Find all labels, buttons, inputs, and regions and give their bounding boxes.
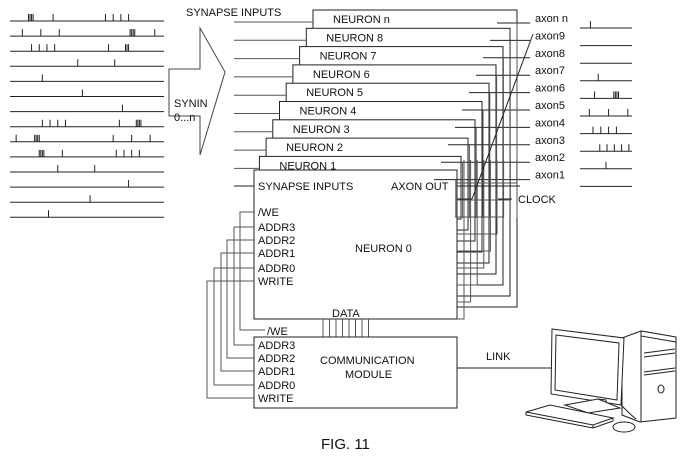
axon-label: axon6 [535,83,565,95]
comm-port-addr0: ADDR0 [258,380,295,392]
neuron-0-block: SYNAPSE INPUTS AXON OUT NEURON 0 /WE ADD… [234,169,458,320]
axon-label: axon1 [535,170,565,182]
neuron0-port-addr1: ADDR1 [258,248,295,260]
neuron-label: NEURON 2 [286,142,343,154]
axon-return-line [457,160,478,286]
neuron-label: NEURON 6 [313,69,370,81]
neuron-label: NEURON 5 [306,87,363,99]
output-spike-trains [580,21,632,187]
comm-module-title-2: MODULE [345,369,392,381]
neuron0-port-addr2: ADDR2 [258,235,295,247]
neuron-label: NEURON 8 [326,32,383,44]
axon-return-line [457,160,505,218]
neuron0-port-write: WRITE [258,276,293,288]
communication-module: /WE ADDR3 ADDR2 ADDR1 ADDR0 WRITE COMMUN… [253,326,458,409]
axon-label: axon8 [535,48,565,60]
control-wire [213,267,254,386]
control-wire [206,280,254,399]
axon-label: axon2 [535,152,565,164]
control-wire [226,239,254,359]
link-label: LINK [486,351,511,363]
neuron-label: NEURON 4 [300,106,357,118]
neuron0-axon-out-label: AXON OUT [391,181,449,193]
axon-label: axon5 [535,100,565,112]
neuron-label: NEURON 7 [320,51,377,63]
data-bus-label: DATA [332,308,360,320]
neuron0-port-addr3: ADDR3 [258,222,295,234]
comm-port-addr1: ADDR1 [258,366,295,378]
axon-label: axon4 [535,117,565,129]
axon-return-line [457,160,472,303]
axon-return-line [457,160,485,269]
control-wire [239,211,265,331]
neuron0-synapse-inputs-label: SYNAPSE INPUTS [258,181,353,193]
figure-caption: FIG. 11 [321,436,370,453]
synin-label: SYNIN [174,98,208,110]
synapse-inputs-header: SYNAPSE INPUTS [186,7,281,19]
axon-return-line [457,160,518,184]
axon-return-line [457,160,465,320]
comm-port-we: /WE [267,326,288,338]
neuron-label: NEURON 3 [293,124,350,136]
axon-labels: axon n axon9 axon8 axon7 axon6 axon5 axon4 axon… [535,13,568,182]
axon-return-line [457,160,511,201]
clock-diagonal [471,33,534,200]
control-wires [206,211,265,399]
clock-label: CLOCK [518,194,557,206]
axon-return-line [457,160,491,252]
input-spike-trains [10,14,164,218]
synin-range-label: 0...n [174,112,195,124]
desktop-computer-icon [525,328,677,433]
neuron0-port-addr0: ADDR0 [258,263,295,275]
axon-label: axon7 [535,65,565,77]
comm-port-addr2: ADDR2 [258,353,295,365]
axon-label: axon3 [535,135,565,147]
neuron0-port-we: /WE [258,207,279,219]
comm-port-write: WRITE [258,393,293,405]
comm-port-addr3: ADDR3 [258,340,295,352]
comm-module-title-1: COMMUNICATION [320,355,415,367]
control-wire [220,252,254,372]
neuron0-title: NEURON 0 [355,243,412,255]
control-wire [233,226,254,346]
neuron-label: NEURON n [333,14,390,26]
synin-arrow: SYNIN 0...n [168,26,226,156]
axon-return-line [457,160,498,235]
neuron-label: NEURON 1 [279,160,336,172]
axon-label: axon9 [535,30,565,42]
axon-wiring [434,22,534,320]
data-bus [322,319,369,337]
axon-label: axon n [535,13,568,25]
